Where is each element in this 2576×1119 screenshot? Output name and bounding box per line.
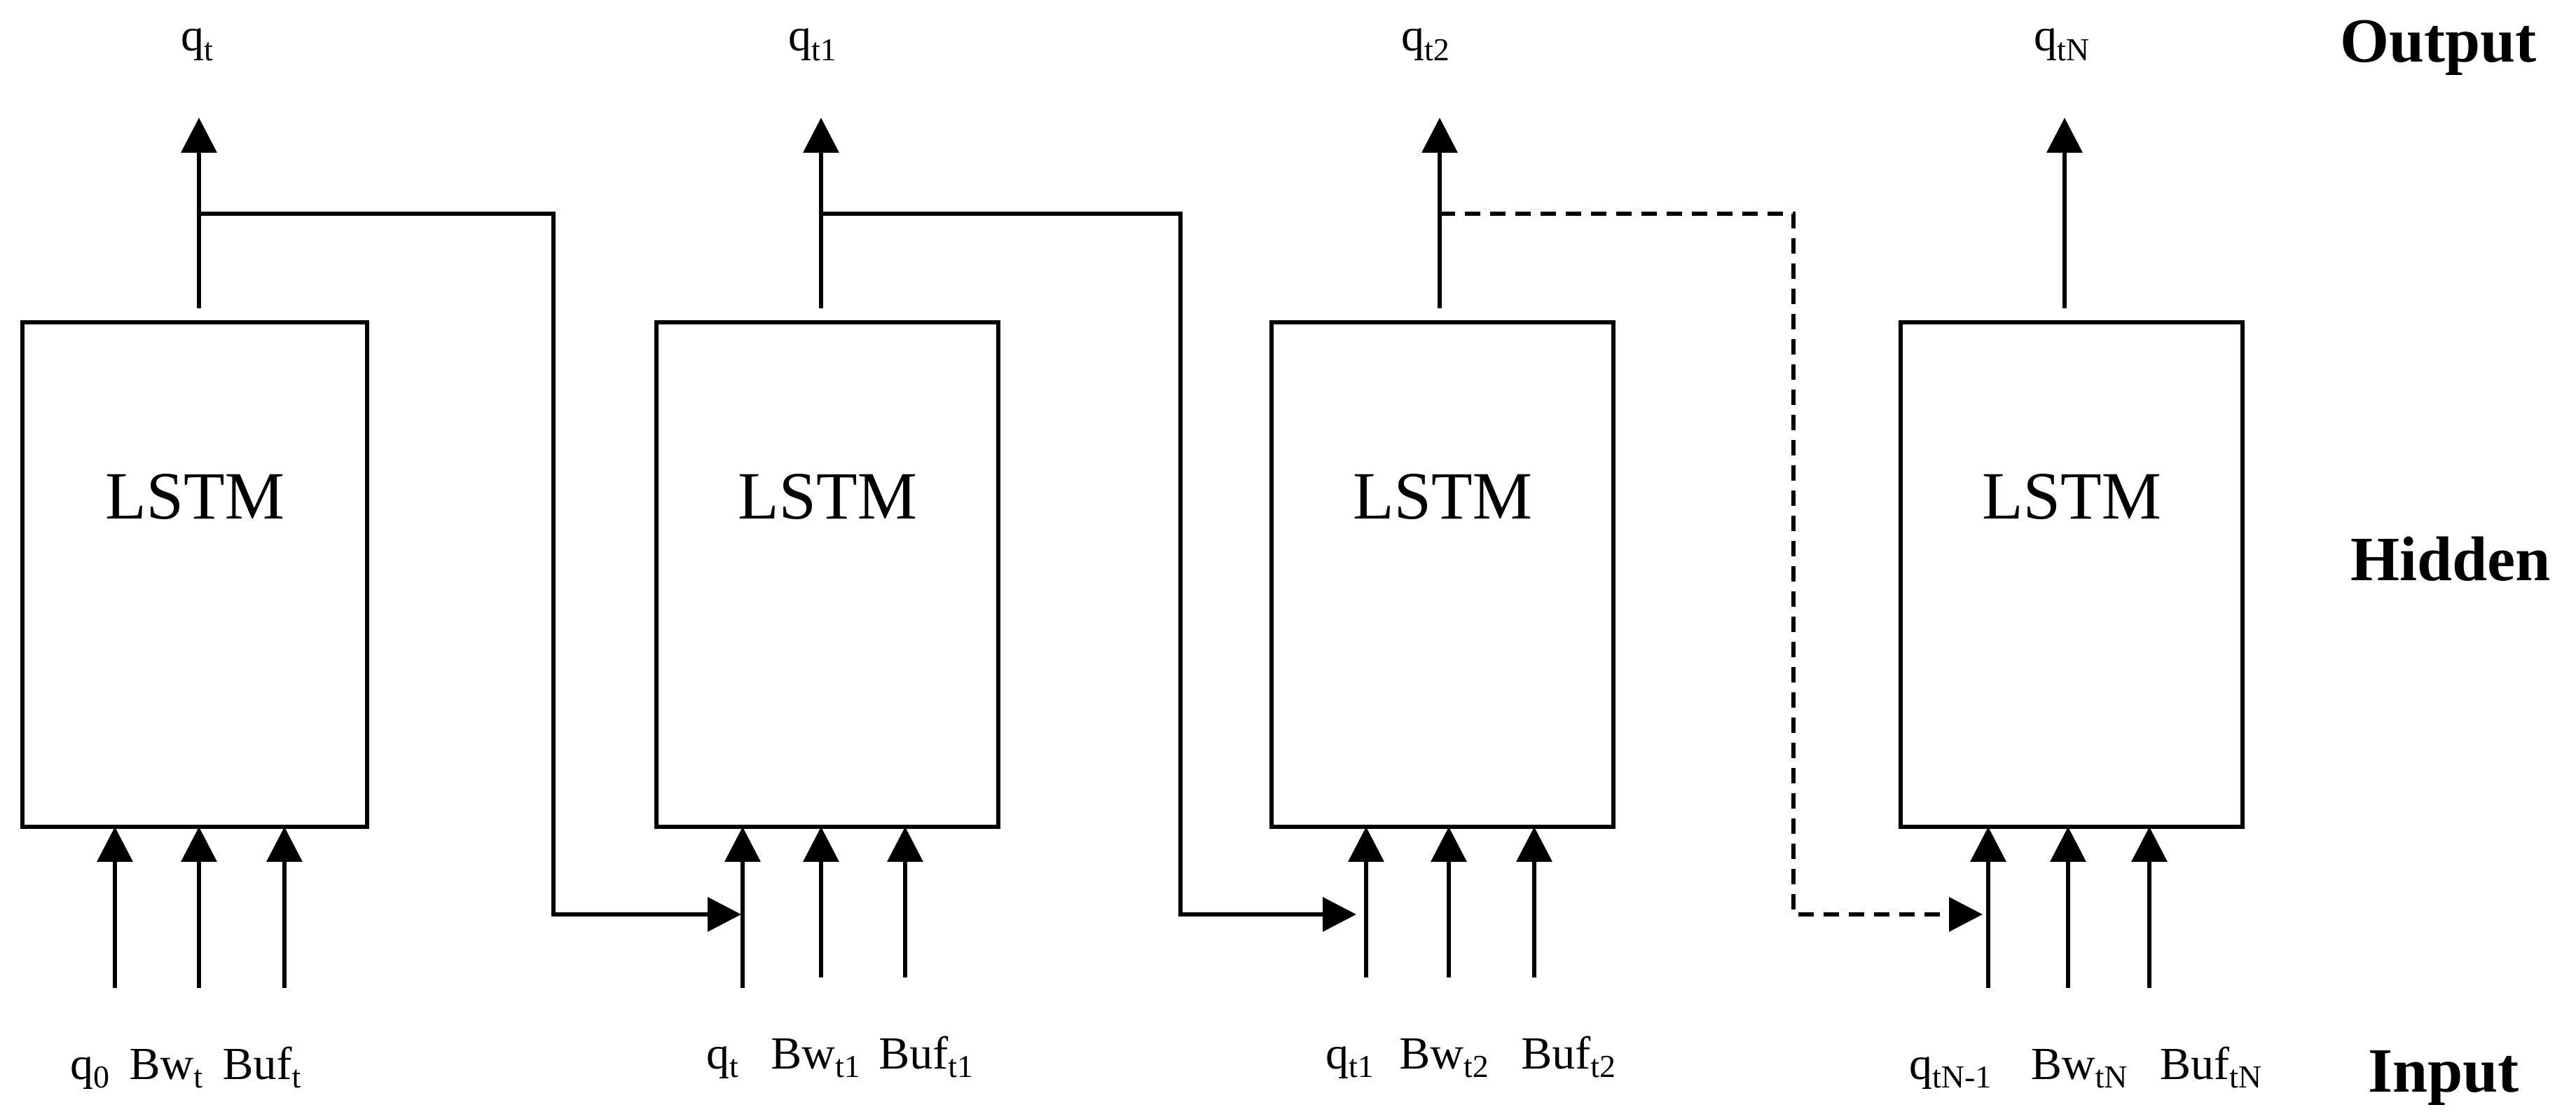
input-arrows-cell-2 (724, 827, 923, 988)
output-label-2: qt1 (788, 10, 836, 67)
output-label-1: qt (181, 10, 213, 67)
recurrent-link-3-n-dashed (1440, 212, 1983, 932)
lstm-cell-label: LSTM (738, 458, 917, 533)
input-labels-cell-3: qt1 Bwt2 Buft2 (1325, 1028, 1616, 1087)
input-labels-cell-4: qtN-1 BwtN BuftN (1909, 1038, 2261, 1098)
output-arrow-1 (181, 118, 217, 308)
lstm-cell-3: LSTM (1269, 320, 1616, 829)
output-arrow-2 (803, 118, 839, 308)
output-arrow-4 (2046, 118, 2083, 308)
output-label-4: qtN (2034, 10, 2089, 67)
lstm-cell-1: LSTM (20, 320, 369, 829)
input-labels-cell-2: qt Bwt1 Buft1 (706, 1028, 973, 1087)
lstm-cell-label: LSTM (1982, 458, 2161, 533)
recurrent-link-1-2 (199, 212, 741, 932)
input-arrows-cell-1 (97, 827, 303, 988)
input-arrows-cell-3 (1348, 827, 1552, 977)
output-label-3: qt2 (1401, 10, 1449, 67)
input-labels-cell-1: q0 Bwt Buft (70, 1038, 301, 1098)
layer-label-output: Output (2340, 6, 2536, 76)
recurrent-link-2-3 (821, 212, 1356, 932)
layer-label-input: Input (2368, 1036, 2519, 1106)
layer-label-hidden: Hidden (2350, 525, 2550, 594)
input-arrows-cell-4 (1970, 827, 2168, 988)
lstm-cell-2: LSTM (654, 320, 1000, 829)
output-arrow-3 (1421, 118, 1458, 308)
lstm-cell-label: LSTM (105, 458, 284, 533)
lstm-cell-4: LSTM (1899, 320, 2245, 829)
lstm-cell-label: LSTM (1353, 458, 1532, 533)
